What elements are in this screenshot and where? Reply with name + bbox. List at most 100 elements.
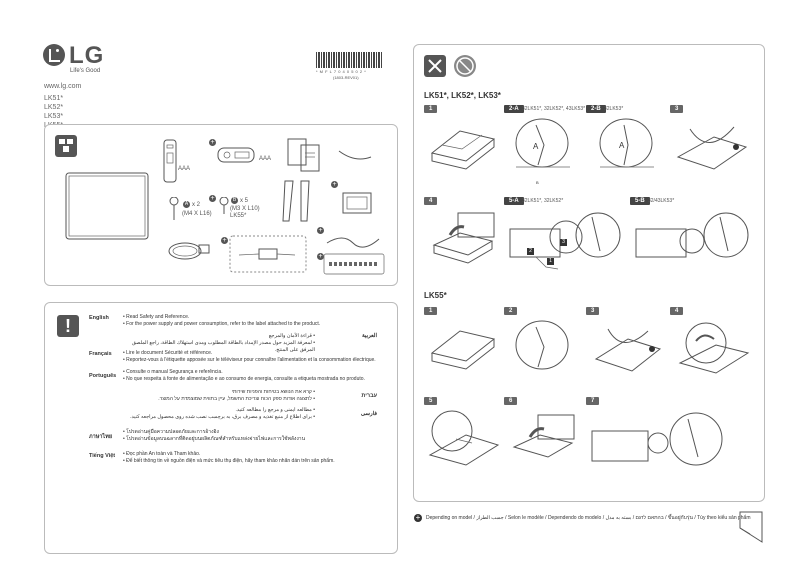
screw-b-callout: B (231, 197, 238, 204)
step-note: 32LK51*, 32LK52* (522, 198, 564, 204)
step-badge: 7 (586, 397, 600, 405)
safety-line: • Consulte o manual Segurança e referênc… (123, 369, 223, 375)
step-badge: 6 (504, 397, 518, 405)
no-tool-icon (454, 55, 476, 77)
step-badge: 3 (670, 105, 684, 113)
safety-line: • קרא את הנושא בטיחות והפניות שירותי (231, 389, 315, 395)
tv-illustration (65, 172, 149, 240)
step-note: 32LK53* (604, 106, 624, 112)
lk55-step-3-illustration (594, 328, 662, 372)
section-title-top: LK51*, LK52*, LK53* (424, 91, 501, 100)
batteries-label: AAA (178, 166, 191, 172)
assembly-panel: LK51*, LK52*, LK53* 1 2-A 32LK51*, 32LK5… (413, 44, 765, 502)
lang-thai: ภาษาไทย (89, 434, 113, 440)
magic-remote-icon (217, 147, 255, 163)
lg-logo-icon (43, 44, 65, 66)
cable-tie-icon (323, 253, 385, 275)
barcode-number: * M F L 7 0 4 0 5 0 2 * (316, 69, 367, 74)
lk55-step-1-illustration (430, 330, 496, 370)
warning-icon: ! (57, 315, 79, 337)
step-badge: 5 (424, 397, 438, 405)
safety-line: • Reportez-vous à l'étiquette apposée su… (123, 357, 376, 363)
safety-line: • For the power supply and power consump… (123, 321, 321, 327)
step-2b-illustration (599, 118, 654, 168)
safety-line: • قراءة الأمان والمرجع (268, 333, 315, 339)
safety-line: • โปรดอ่านข้อมูลบนฉลากที่ติดอยู่บนผลิตภั… (123, 436, 306, 442)
power-adapter-icon (229, 235, 307, 273)
safety-line: • No que respeita à fonte de alimentação… (123, 376, 365, 382)
step-badge: 1 (424, 307, 438, 315)
lk55-step-6-illustration (512, 414, 575, 458)
callout-a: A (619, 141, 625, 150)
screw-b-count: x 5 (240, 198, 249, 204)
screw-a-spec: (M4 X L16) (182, 211, 212, 217)
safety-line: • לתצוגה אודות ספק הכוח וצריכת החשמל, עי… (158, 396, 315, 402)
screwdriver-wrench-icon (428, 59, 442, 73)
safety-farsi: • مطالعه ایمنی و مرجع را مطالعه کنید. • … (123, 407, 315, 421)
lk55-step-5-illustration (428, 410, 500, 466)
callout-2: 2 (527, 248, 534, 255)
screw-a-icon (169, 197, 179, 220)
footer-depending-on-model: Depending on model / جسب الطراز / Selon … (426, 515, 751, 521)
tools-icon (424, 55, 446, 77)
lk55-step-7-illustration (591, 412, 723, 466)
step-badge: 2 (504, 307, 518, 315)
model-item: LK53* (44, 113, 64, 120)
step-badge: 1 (424, 105, 438, 113)
step-3-illustration (676, 126, 748, 170)
safety-french: • Lire le document Sécurité et référence… (123, 350, 391, 364)
step-badge: 2-B (586, 105, 606, 113)
step-badge: 3 (586, 307, 600, 315)
boxes-icon (59, 139, 73, 152)
safety-hebrew: • קרא את הנושא בטיחות והפניות שירותי • ל… (123, 389, 315, 403)
callout-b: B (536, 180, 539, 185)
safety-arabic: • قراءة الأمان والمرجع • لمعرفة المزيد ح… (123, 333, 315, 354)
model-item: LK52* (44, 104, 64, 111)
prohibited-icon (456, 57, 474, 75)
screw-a-count: x 2 (192, 202, 201, 208)
safety-english: • Read Safety and Reference. • For the p… (123, 314, 383, 328)
power-cord-icon (168, 242, 210, 260)
callout-1: 1 (547, 258, 554, 265)
safety-vietnamese: • Đọc phần An toàn và Tham khảo. • Để bi… (123, 451, 391, 465)
barcode-image (316, 52, 382, 68)
wall-bracket-icon (342, 192, 372, 214)
step-badge: 5-A (504, 197, 524, 205)
step-2a-illustration (515, 118, 570, 168)
lang-french: Français (89, 351, 112, 357)
section-title-bottom: LK55* (424, 291, 447, 300)
screw-b-model: LK55* (230, 213, 247, 219)
safety-line: • برای اطلاع از منبع تغذیه و مصرف برق، ب… (130, 414, 315, 420)
safety-line: • Đọc phần An toàn và Tham khảo. (123, 451, 201, 457)
plus-icon: + (221, 237, 228, 244)
stand-legs-icon (282, 180, 310, 222)
lang-vietnamese: Tiếng Việt (89, 453, 116, 459)
safety-line: • لمعرفة المزيد حول مصدر الإمداد بالطاقة… (131, 340, 315, 353)
safety-line: • โปรดอ่านคู่มือความปลอดภัยและการอ้างอิง (123, 429, 219, 435)
lk55-step-4-illustration (678, 322, 750, 374)
lang-portuguese: Português (89, 373, 117, 379)
remote-control-icon (163, 139, 177, 183)
callout-a: A (533, 142, 539, 151)
plus-icon: + (209, 139, 216, 146)
screw-a-callout: A (183, 201, 190, 208)
step-5b-illustration (635, 212, 749, 258)
model-item: LK51* (44, 95, 64, 102)
safety-line: • مطالعه ایمنی و مرجع را مطالعه کنید. (235, 407, 315, 413)
step-badge: 5-B (630, 197, 650, 205)
plus-icon: + (331, 181, 338, 188)
cable-holder-icon (338, 150, 372, 160)
lang-hebrew: עברית (361, 393, 377, 399)
website-link[interactable]: www.lg.com (44, 83, 82, 90)
document-code: (1803-REV01) (333, 75, 359, 80)
safety-line: • Lire le document Sécurité et référence… (123, 350, 213, 356)
accessories-panel: AAA + AAA A x 2 (M4 X L16) + B x 5 (M3 X… (44, 124, 398, 286)
step-badge: 4 (670, 307, 684, 315)
safety-portuguese: • Consulte o manual Segurança e referênc… (123, 369, 391, 383)
ir-blaster-cable-icon (326, 237, 380, 248)
plus-icon: + (209, 195, 216, 202)
plus-icon: + (317, 253, 324, 260)
safety-line: • Để biết thông tin về nguồn điện và mức… (123, 458, 335, 464)
safety-thai: • โปรดอ่านคู่มือความปลอดภัยและการอ้างอิง… (123, 429, 391, 443)
batteries-label-2: AAA (259, 156, 272, 162)
